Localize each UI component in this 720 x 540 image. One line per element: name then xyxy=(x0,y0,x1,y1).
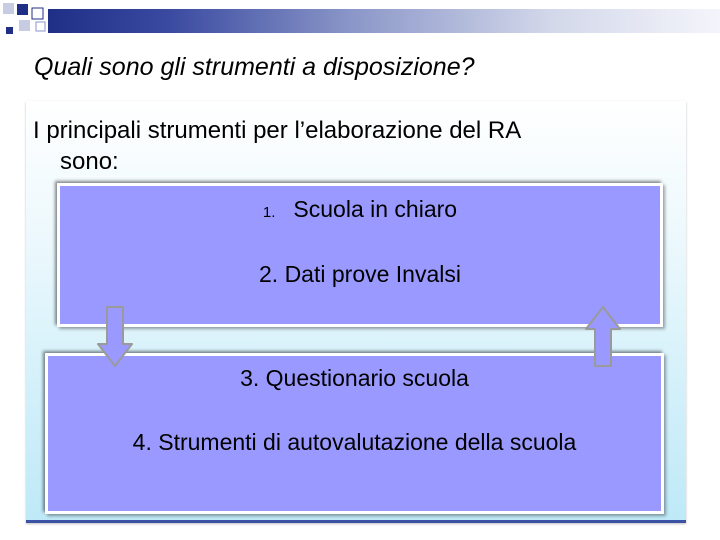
item-dati-prove-invalsi: 2. Dati prove Invalsi xyxy=(259,261,461,287)
intro-text: I principali strumenti per l’elaborazion… xyxy=(33,115,653,177)
bottom-tools-box: 3. Questionario scuola 4. Strumenti di a… xyxy=(45,353,664,514)
item-1-label: Scuola in chiaro xyxy=(293,196,458,222)
intro-rest: strumenti per l’elaborazione del RA xyxy=(147,117,522,144)
arrow-up-icon xyxy=(585,306,621,367)
item-strumenti-autovalutazione: 4. Strumenti di autovalutazione della sc… xyxy=(132,429,577,455)
arrow-down-icon xyxy=(97,306,133,367)
header-decoration-squares xyxy=(3,3,46,34)
item-1-number: 1. xyxy=(262,204,276,221)
intro-continuation: sono: xyxy=(60,148,119,175)
header-decoration-band xyxy=(48,9,720,33)
intro-bold: I principali xyxy=(33,117,142,144)
item-questionario-scuola: 3. Questionario scuola xyxy=(240,365,469,391)
slide-title: Quali sono gli strumenti a disposizione? xyxy=(34,53,475,81)
top-tools-box: 1. Scuola in chiaro 2. Dati prove Invalsi xyxy=(57,183,663,327)
item-scuola-in-chiaro: 1. Scuola in chiaro xyxy=(60,196,660,223)
